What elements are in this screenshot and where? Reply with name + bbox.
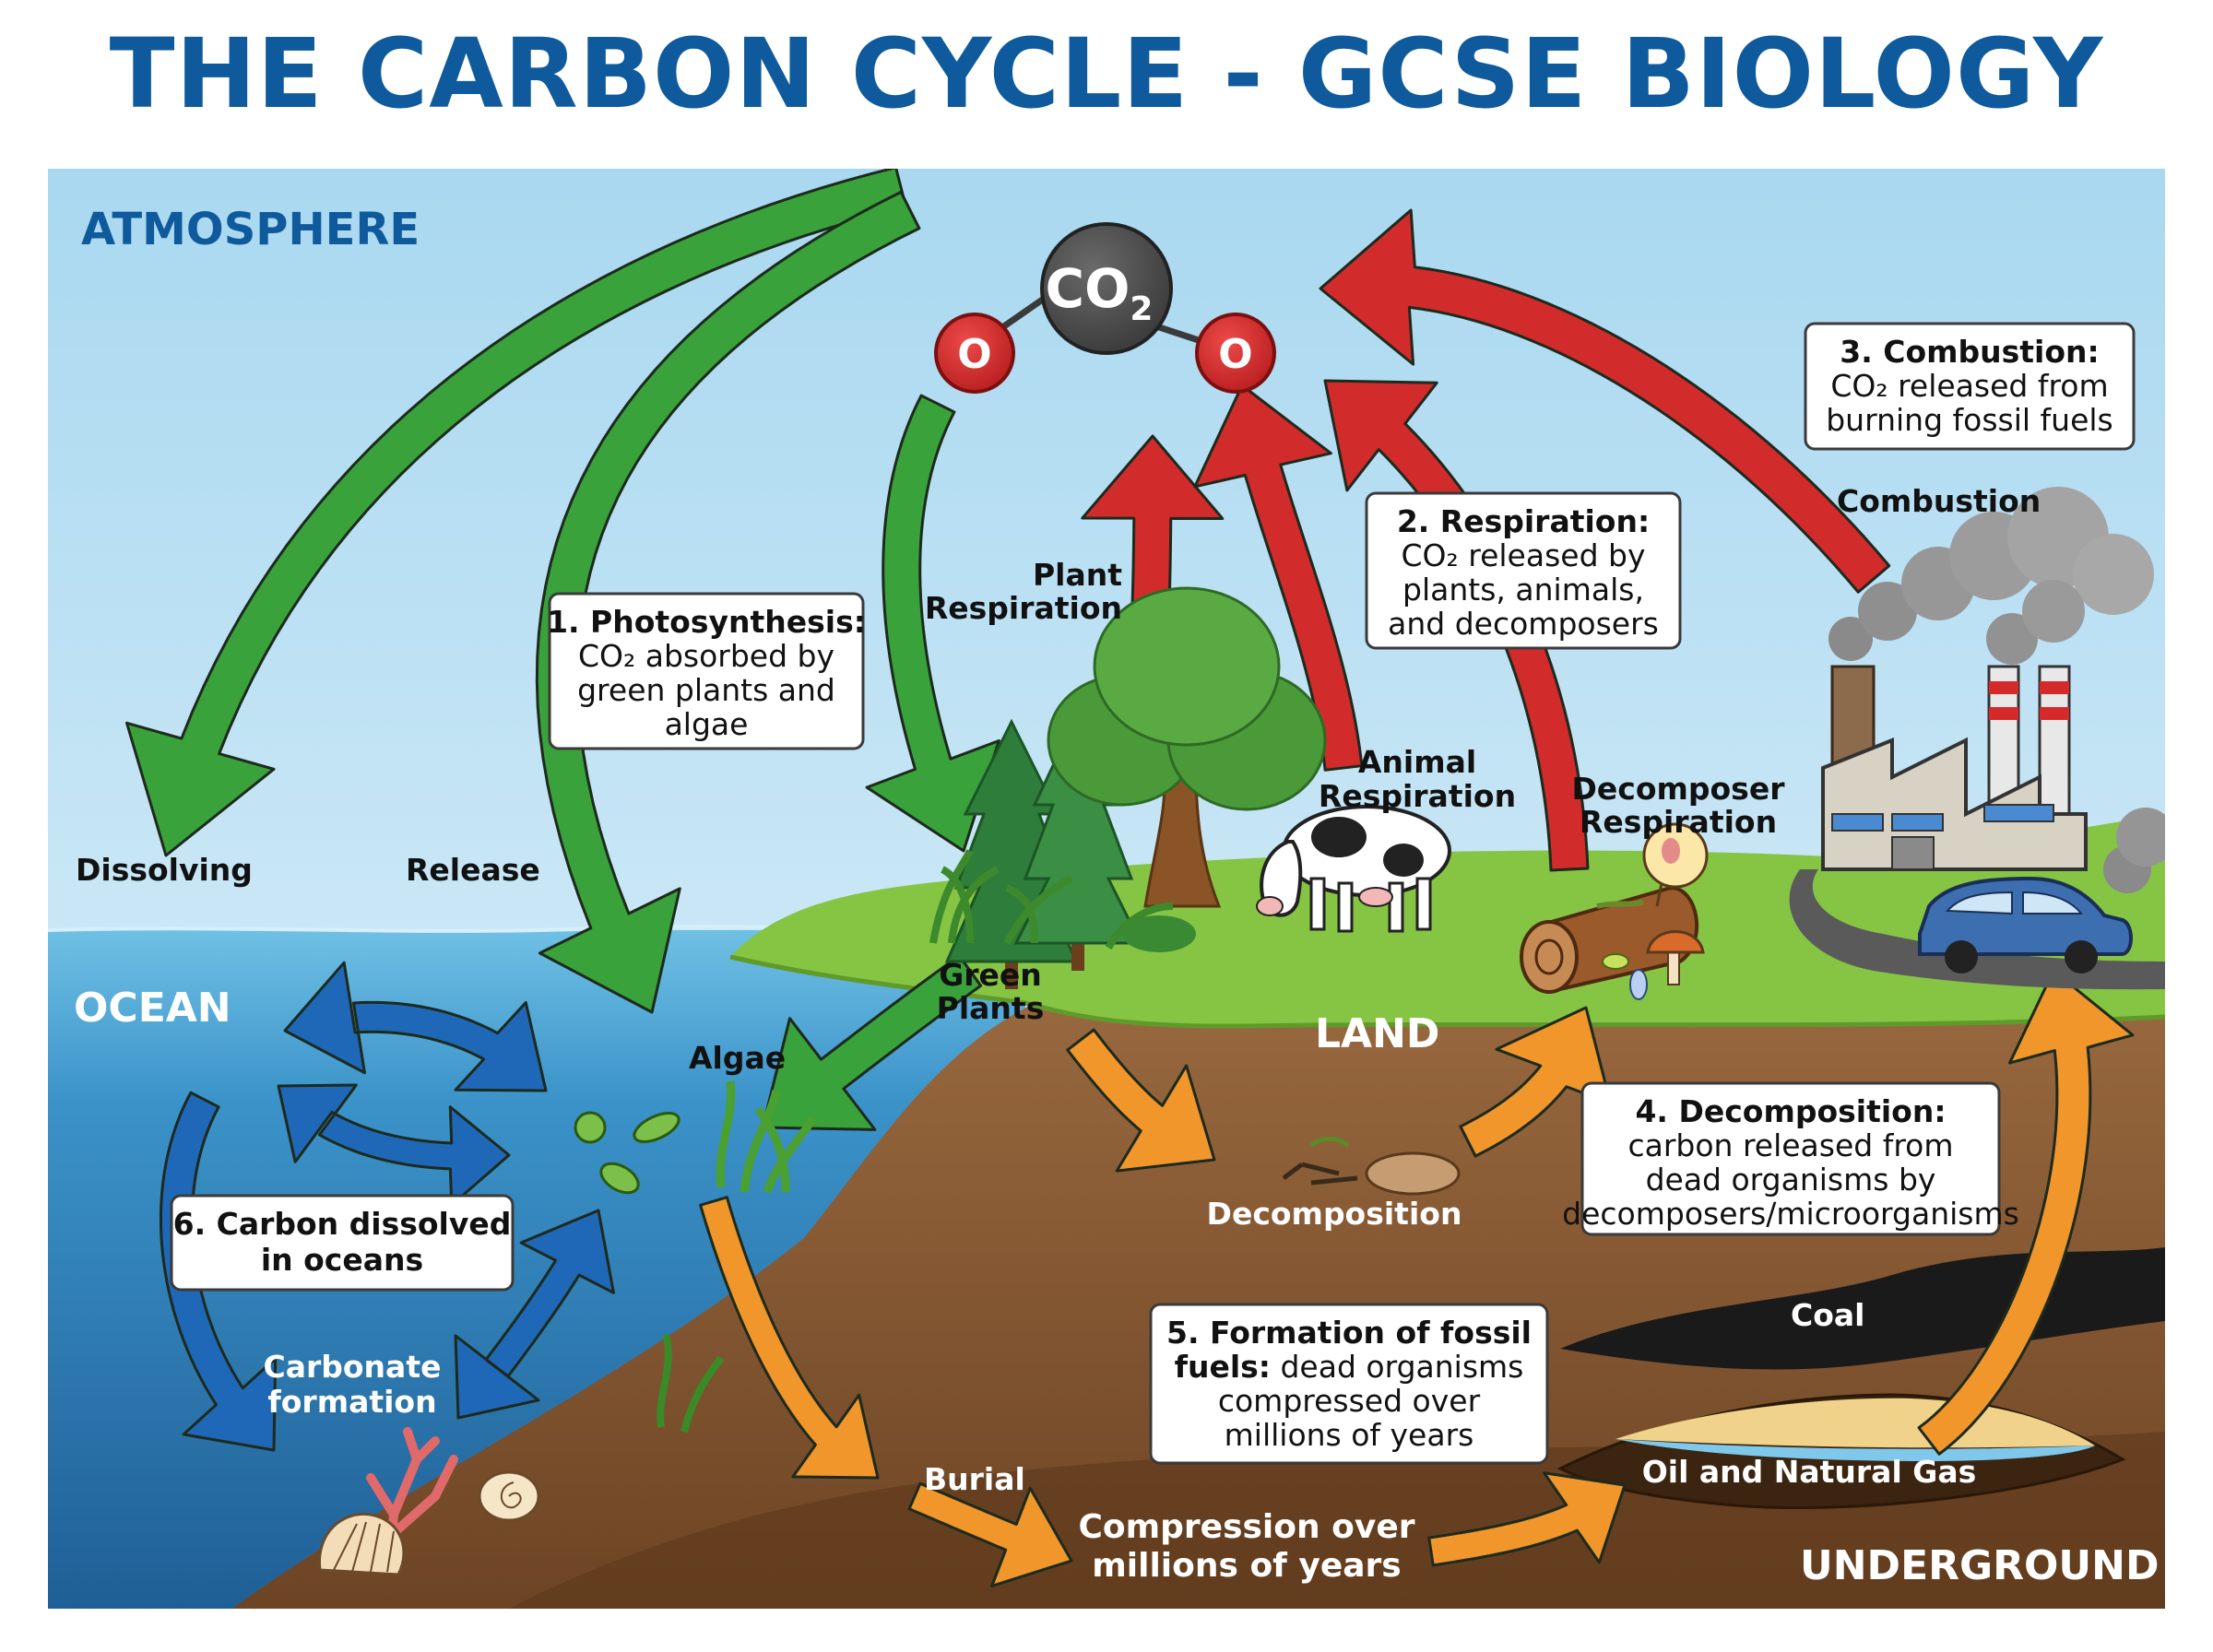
factory-icon <box>1821 665 2088 871</box>
info-line: CO₂ released by <box>1402 537 1646 573</box>
label-layer: ATMOSPHERE OCEAN LAND UNDERGROUND Dissol… <box>74 204 2160 1589</box>
zone-label-underground: UNDERGROUND <box>1800 1542 2160 1589</box>
label-combustion: Combustion <box>1837 483 2041 519</box>
info-title-2: in oceans <box>261 1242 423 1278</box>
burial-arrow <box>699 1196 880 1480</box>
carbonate-formation-arrow <box>159 1091 278 1452</box>
label-plant-respiration-1: Plant <box>1033 557 1122 593</box>
info-line: burning fossil fuels <box>1826 402 2113 438</box>
coral-icon <box>366 1427 458 1575</box>
decomposer-uptake-arrow <box>1459 1006 1613 1158</box>
animal-respiration-arrow <box>1193 384 1364 772</box>
ocean-exchange-arrow-1 <box>283 961 548 1092</box>
info-line: compressed over <box>1218 1383 1481 1419</box>
info-box-decomposition: 4. Decomposition: carbon released from d… <box>1562 1081 2019 1236</box>
info-title: 1. Photosynthesis: <box>547 604 866 640</box>
to-fossil-fuels-arrow <box>1427 1471 1627 1567</box>
info-line: algae <box>665 706 749 742</box>
info-line: green plants and <box>577 672 835 708</box>
log-icon <box>1520 885 1699 994</box>
oxygen-left-label: O <box>957 331 991 378</box>
info-line: millions of years <box>1225 1417 1474 1453</box>
label-decomposition: Decomposition <box>1207 1196 1462 1232</box>
info-title: 5. Formation of fossil <box>1166 1315 1532 1351</box>
label-carbonate-formation-1: Carbonate <box>264 1349 442 1385</box>
zone-label-land: LAND <box>1315 1010 1439 1057</box>
label-carbonate-formation-2: formation <box>267 1384 436 1420</box>
fossil-fuel-extraction-arrow <box>1917 969 2135 1456</box>
mushroom-icon <box>1642 822 1709 985</box>
info-line: CO₂ released from <box>1830 368 2108 404</box>
car-icon <box>1918 876 2133 974</box>
shell-icon <box>317 1470 540 1576</box>
combustion-arrow <box>1319 208 1891 594</box>
ocean-exchange-arrow-2 <box>277 1083 511 1207</box>
compression-arrow <box>907 1481 1073 1587</box>
co2-label: CO <box>1046 257 1130 320</box>
land-edge <box>729 954 2165 1029</box>
info-box-respiration: 2. Respiration: CO₂ released by plants, … <box>1365 491 1682 650</box>
dead-animal-icon <box>1282 1137 1461 1196</box>
label-plant-respiration-2: Respiration <box>925 590 1122 626</box>
info-box-ocean-carbon: 6. Carbon dissolved in oceans <box>170 1194 515 1292</box>
label-compression-1: Compression over <box>1078 1508 1414 1546</box>
info-title: 4. Decomposition: <box>1635 1093 1946 1129</box>
info-title-2: fuels: <box>1175 1349 1271 1385</box>
oil-layer <box>1615 1439 2095 1461</box>
bacteria-icon <box>1602 953 1648 1000</box>
label-decomposer-respiration-1: Decomposer <box>1572 771 1786 807</box>
plants-icon <box>929 849 1196 952</box>
tree-icon <box>1047 586 1327 908</box>
diagram-canvas: CO2 O O <box>48 169 2165 1609</box>
smoke-icon <box>1828 487 2165 893</box>
info-box-combustion: 3. Combustion: CO₂ released from burning… <box>1804 322 2136 451</box>
page-title: THE CARBON CYCLE - GCSE BIOLOGY <box>109 18 2104 130</box>
label-algae: Algae <box>689 1040 786 1076</box>
info-line: carbon released from <box>1627 1127 1953 1163</box>
info-title: 3. Combustion: <box>1840 334 2099 370</box>
algae-icon <box>657 1080 817 1433</box>
info-title: 6. Carbon dissolved <box>173 1206 512 1242</box>
co2-subscript: 2 <box>1130 290 1153 328</box>
oxygen-right-label: O <box>1218 331 1252 378</box>
label-animal-respiration-2: Respiration <box>1319 778 1516 814</box>
label-release: Release <box>406 852 540 888</box>
land-zone <box>730 814 2165 1027</box>
label-decomposer-respiration-2: Respiration <box>1580 804 1777 840</box>
info-box-photosynthesis: 1. Photosynthesis: CO₂ absorbed by green… <box>547 592 866 750</box>
svg-text:fuels: dead organisms: fuels: dead organisms <box>1175 1349 1524 1385</box>
label-green-plants-2: Plants <box>937 990 1045 1026</box>
carbonate-exchange-arrow <box>454 1209 615 1420</box>
info-line: and decomposers <box>1388 606 1659 642</box>
decomposition-arrow <box>1066 1028 1216 1173</box>
label-oil-gas: Oil and Natural Gas <box>1642 1454 1977 1490</box>
zone-label-atmosphere: ATMOSPHERE <box>81 204 420 255</box>
plants-to-algae-arrow <box>761 954 983 1131</box>
info-title: 2. Respiration: <box>1397 503 1650 539</box>
dissolving-arrow <box>124 169 907 857</box>
co2-molecule-icon: CO2 O O <box>934 222 1276 394</box>
info-line: dead organisms by <box>1646 1162 1936 1198</box>
zone-label-ocean: OCEAN <box>74 985 231 1032</box>
label-burial: Burial <box>924 1461 1025 1497</box>
bacteria-icon <box>574 1111 680 1195</box>
svg-text:CO2: CO2 <box>1046 257 1154 328</box>
label-dissolving: Dissolving <box>76 852 253 888</box>
label-animal-respiration-1: Animal <box>1358 744 1476 780</box>
info-box-fossil-fuels: 5. Formation of fossil fuels: dead organ… <box>1149 1303 1549 1465</box>
cow-icon <box>1256 805 1451 933</box>
release-arrow <box>535 190 921 1014</box>
info-line: plants, animals, <box>1402 572 1644 608</box>
label-green-plants-1: Green <box>939 957 1042 993</box>
info-line: decomposers/microorganisms <box>1562 1196 2019 1232</box>
label-compression-2: millions of years <box>1092 1547 1401 1585</box>
label-coal: Coal <box>1791 1297 1864 1333</box>
info-inline: dead organisms <box>1271 1349 1523 1385</box>
info-line: CO₂ absorbed by <box>578 638 834 674</box>
